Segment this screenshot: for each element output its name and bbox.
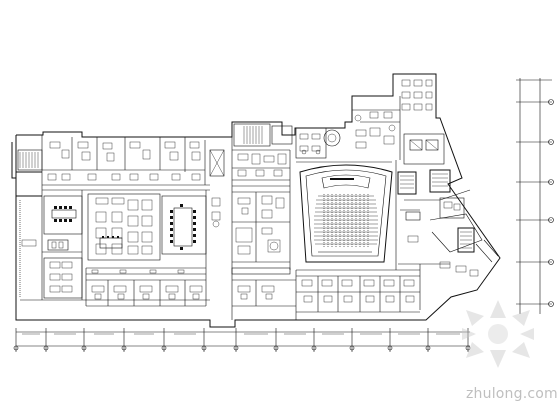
middle-wing	[231, 122, 296, 320]
auditorium	[295, 127, 393, 263]
south-offices	[295, 269, 420, 320]
snowflake-logo-icon	[462, 300, 534, 368]
core-and-east-wing	[395, 133, 499, 310]
lounge-area	[352, 79, 433, 160]
right-dimension-line	[516, 78, 554, 314]
bottom-dimension-line	[13, 328, 471, 352]
left-wing	[17, 135, 225, 307]
watermark-text: zhulong.com	[466, 386, 558, 402]
